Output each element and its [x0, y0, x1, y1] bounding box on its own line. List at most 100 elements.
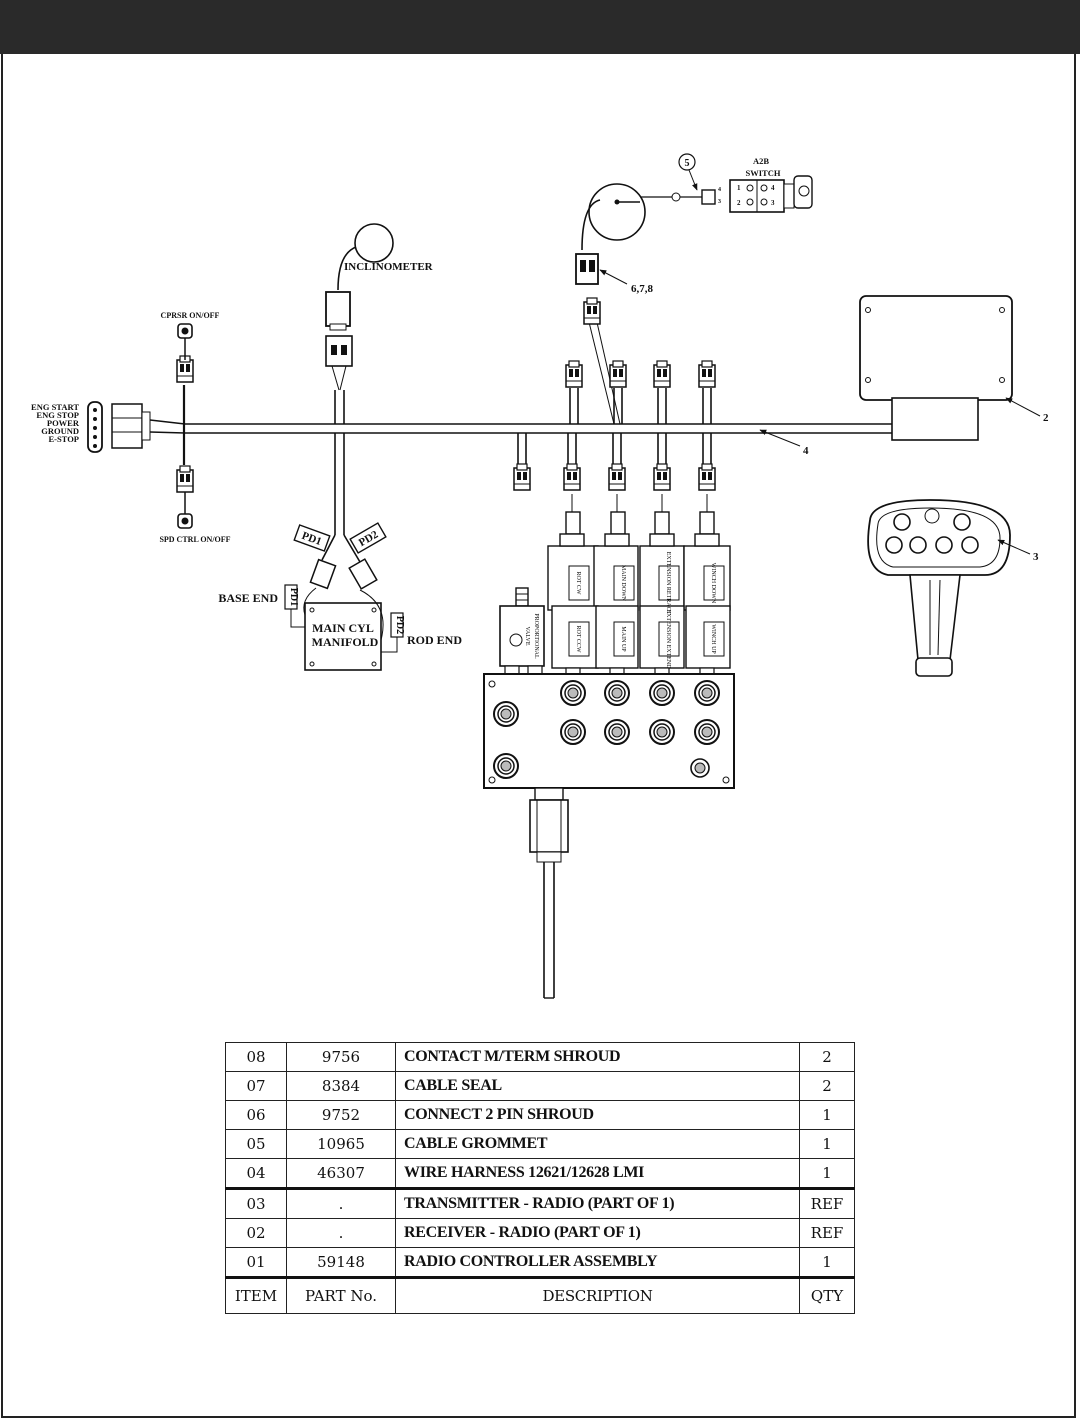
- svg-text:2: 2: [1043, 412, 1049, 424]
- valve-rot-ccw: ROT CCW: [575, 625, 581, 652]
- side-pd1: PD1: [288, 588, 299, 606]
- valve-winch-up: WINCH UP: [710, 624, 716, 654]
- svg-text:4: 4: [803, 445, 809, 457]
- cell-qty: 1: [799, 1100, 855, 1130]
- cell-item: 03: [225, 1187, 287, 1219]
- label-power: POWER: [47, 418, 80, 428]
- svg-text:3: 3: [718, 199, 721, 205]
- label-main-cyl: MAIN CYL: [312, 621, 374, 635]
- header-item: ITEM: [225, 1276, 287, 1314]
- cell-qty: 2: [799, 1071, 855, 1101]
- cell-qty: 1: [799, 1247, 855, 1278]
- label-rod-end: ROD END: [407, 633, 462, 647]
- wiring-diagram: ENG START ENG STOP POWER GROUND E-STOP C…: [31, 153, 1049, 999]
- svg-text:4: 4: [718, 187, 721, 193]
- header-part: PART No.: [286, 1276, 396, 1314]
- cell-desc: TRANSMITTER - RADIO (PART OF 1): [395, 1187, 800, 1219]
- svg-text:1: 1: [737, 184, 741, 192]
- callout-4: 4: [759, 429, 809, 457]
- cell-part: .: [286, 1187, 396, 1219]
- svg-text:2: 2: [737, 199, 741, 207]
- side-pd2: PD2: [394, 616, 405, 634]
- label-eng-stop: ENG STOP: [36, 410, 79, 420]
- cprsr-switch: [177, 323, 193, 360]
- valve-ext-extend: EXTENSION EXTEND: [665, 609, 671, 669]
- cell-item: 02: [225, 1218, 287, 1248]
- callout-678: 6,7,8: [599, 269, 654, 295]
- a2b-assembly: 1 2 4 3 4 3: [575, 175, 813, 285]
- svg-text:4: 4: [771, 184, 775, 192]
- cell-desc: CABLE GROMMET: [395, 1129, 800, 1159]
- spd-ctrl-switch: [177, 492, 193, 529]
- cell-part: 59148: [286, 1247, 396, 1278]
- trunk-connectors: [176, 297, 716, 493]
- cell-item: 07: [225, 1071, 287, 1101]
- cell-part: 9756: [286, 1042, 396, 1072]
- cell-qty: 1: [799, 1129, 855, 1159]
- cell-qty: 1: [799, 1158, 855, 1189]
- cell-desc: CONNECT 2 PIN SHROUD: [395, 1100, 800, 1130]
- label-manifold: MANIFOLD: [312, 635, 379, 649]
- callout-5: 5: [678, 153, 698, 191]
- valve-body: [483, 665, 735, 999]
- cell-part: 10965: [286, 1129, 396, 1159]
- cell-item: 04: [225, 1158, 287, 1189]
- label-prop-1: PROPORTIONAL: [533, 613, 539, 659]
- inclinometer: [325, 223, 394, 391]
- table-row: 02.RECEIVER - RADIO (PART OF 1)REF: [225, 1218, 855, 1248]
- cell-desc: RECEIVER - RADIO (PART OF 1): [395, 1218, 800, 1248]
- label-switch: SWITCH: [746, 168, 781, 178]
- label-eng-start: ENG START: [31, 402, 79, 412]
- harness-trunk: [182, 317, 892, 535]
- transmitter: [867, 499, 1011, 677]
- callout-2: 2: [1005, 397, 1049, 424]
- pd-branch: [293, 522, 387, 590]
- label-ground: GROUND: [41, 426, 79, 436]
- svg-text:3: 3: [1033, 551, 1039, 563]
- cell-item: 08: [225, 1042, 287, 1072]
- valve-rot-cw: ROT CW: [575, 571, 581, 594]
- label-base-end: BASE END: [218, 591, 278, 605]
- header-bar: [0, 0, 1080, 54]
- cell-desc: RADIO CONTROLLER ASSEMBLY: [395, 1247, 800, 1278]
- page-frame: [1, 54, 1076, 1418]
- proportional-valve: [499, 587, 545, 667]
- cell-desc: CABLE SEAL: [395, 1071, 800, 1101]
- valve-main-up: MAIN UP: [620, 626, 626, 652]
- receiver-box: [859, 295, 1013, 441]
- cell-part: 46307: [286, 1158, 396, 1189]
- callout-3: 3: [997, 539, 1039, 563]
- cell-item: 06: [225, 1100, 287, 1130]
- engine-connector: [87, 401, 186, 453]
- label-spd-ctrl: SPD CTRL ON/OFF: [159, 535, 230, 544]
- solenoid-valves: [547, 511, 731, 669]
- cell-part: 8384: [286, 1071, 396, 1101]
- cell-qty: 2: [799, 1042, 855, 1072]
- cell-item: 01: [225, 1247, 287, 1278]
- header-desc: DESCRIPTION: [395, 1276, 800, 1314]
- cell-qty: REF: [799, 1218, 855, 1248]
- cell-item: 05: [225, 1129, 287, 1159]
- table-row: 03.TRANSMITTER - RADIO (PART OF 1)REF: [225, 1187, 855, 1219]
- valve-leads: [571, 494, 708, 512]
- label-cprsr: CPRSR ON/OFF: [161, 311, 220, 320]
- cell-desc: CONTACT M/TERM SHROUD: [395, 1042, 800, 1072]
- label-prop-2: VALVE: [524, 626, 530, 645]
- cell-part: .: [286, 1218, 396, 1248]
- main-cyl-manifold: [284, 584, 404, 671]
- label-estop: E-STOP: [48, 434, 79, 444]
- valve-main-down: MAIN DOWN: [620, 565, 626, 602]
- valve-ext-retract: EXTENSION RETRACT: [665, 552, 671, 615]
- label-inclinometer: INCLINOMETER: [344, 261, 434, 273]
- cell-qty: REF: [799, 1187, 855, 1219]
- cell-part: 9752: [286, 1100, 396, 1130]
- cell-desc: WIRE HARNESS 12621/12628 LMI: [395, 1158, 800, 1189]
- svg-text:5: 5: [685, 158, 690, 169]
